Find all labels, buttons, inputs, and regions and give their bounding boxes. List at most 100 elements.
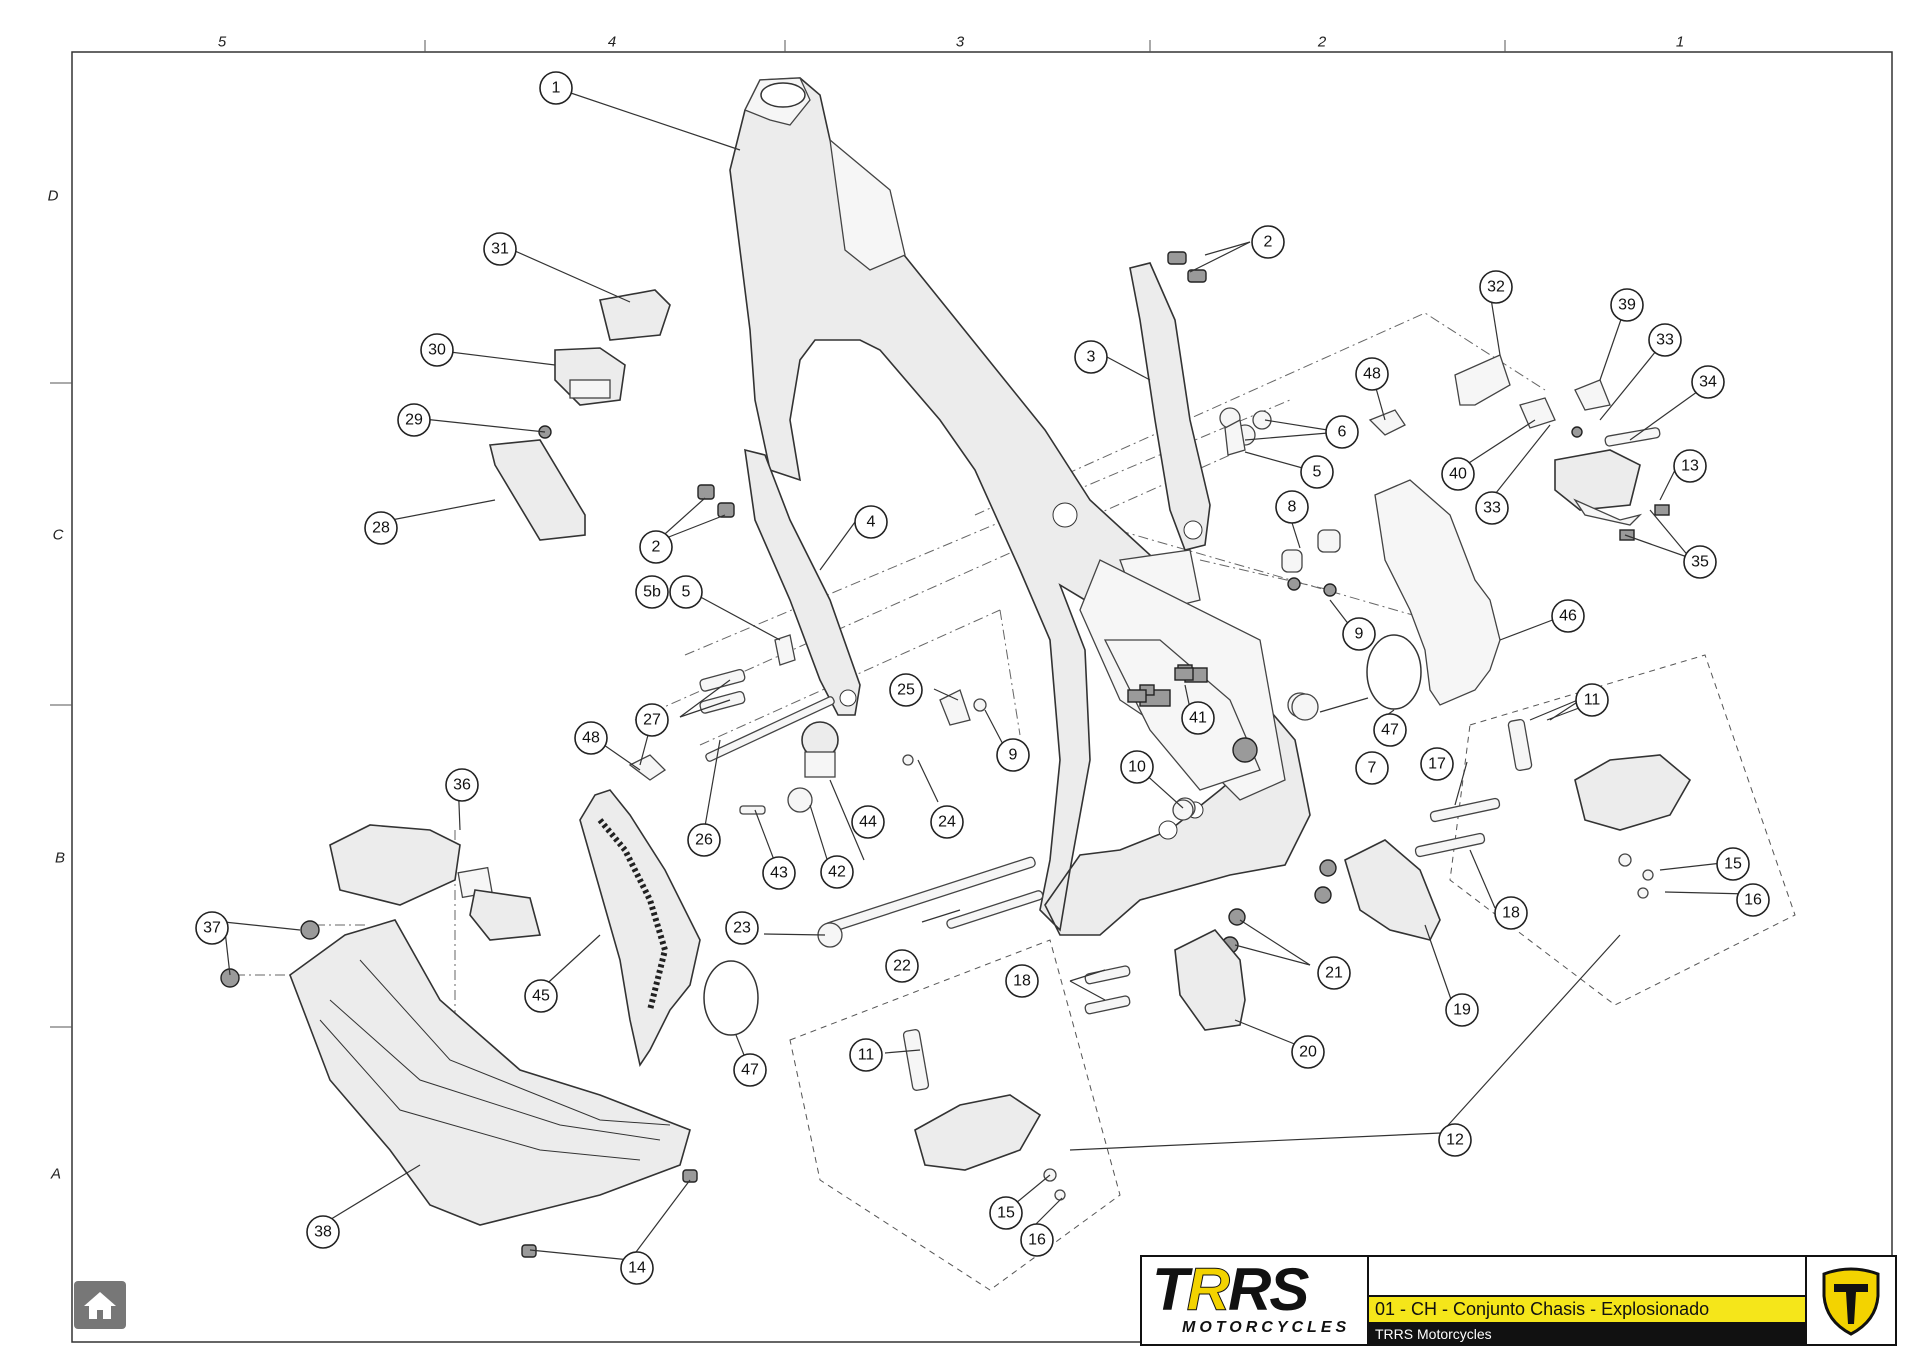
callout-47-right[interactable]: 47 — [1373, 713, 1407, 747]
callout-29[interactable]: 29 — [397, 403, 431, 437]
part-callouts: 1 2 2 3 4 5 5 5b 6 7 8 9 9 10 11 11 12 1… — [195, 71, 1770, 1285]
footpeg-brackets — [1174, 839, 1441, 1031]
logo-letter-t: T — [1152, 1256, 1189, 1323]
svg-text:42: 42 — [828, 864, 846, 881]
svg-text:10: 10 — [1128, 759, 1146, 776]
callout-27[interactable]: 27 — [635, 703, 669, 737]
callout-18-left[interactable]: 18 — [1005, 964, 1039, 998]
svg-text:34: 34 — [1699, 374, 1717, 391]
footpeg-left — [902, 1029, 1066, 1201]
callout-47-left[interactable]: 47 — [733, 1053, 767, 1087]
svg-text:16: 16 — [1744, 892, 1762, 909]
callout-8[interactable]: 8 — [1275, 490, 1309, 524]
callout-19[interactable]: 19 — [1445, 993, 1479, 1027]
callout-42[interactable]: 42 — [820, 855, 854, 889]
callout-37[interactable]: 37 — [195, 911, 229, 945]
callout-5-left[interactable]: 5 — [669, 575, 703, 609]
callout-35[interactable]: 35 — [1683, 545, 1717, 579]
svg-text:20: 20 — [1299, 1044, 1317, 1061]
logo-subtitle: MOTORCYCLES — [1182, 1319, 1351, 1336]
svg-text:8: 8 — [1288, 499, 1297, 516]
callout-33-bottom[interactable]: 33 — [1475, 491, 1509, 525]
callout-4[interactable]: 4 — [854, 505, 888, 539]
callout-48-right[interactable]: 48 — [1355, 357, 1389, 391]
callout-20[interactable]: 20 — [1291, 1035, 1325, 1069]
callout-13[interactable]: 13 — [1673, 449, 1707, 483]
callout-12[interactable]: 12 — [1438, 1123, 1472, 1157]
callout-2-top[interactable]: 2 — [1251, 225, 1285, 259]
callout-21[interactable]: 21 — [1317, 956, 1351, 990]
callout-10[interactable]: 10 — [1120, 750, 1154, 784]
callout-9-left[interactable]: 9 — [996, 738, 1030, 772]
svg-text:18: 18 — [1013, 973, 1031, 990]
skid-plate — [220, 824, 698, 1258]
svg-text:9: 9 — [1355, 626, 1364, 643]
svg-text:5b: 5b — [643, 584, 661, 601]
svg-text:5: 5 — [1313, 464, 1322, 481]
callout-38[interactable]: 38 — [306, 1215, 340, 1249]
logo-letter-r: R — [1186, 1256, 1230, 1323]
grid-col-3: 3 — [956, 34, 965, 51]
callout-32[interactable]: 32 — [1479, 270, 1513, 304]
callout-25[interactable]: 25 — [889, 673, 923, 707]
callout-9-right[interactable]: 9 — [1342, 617, 1376, 651]
callout-36[interactable]: 36 — [445, 768, 479, 802]
svg-text:46: 46 — [1559, 608, 1577, 625]
callout-34[interactable]: 34 — [1691, 365, 1725, 399]
callout-7[interactable]: 7 — [1355, 751, 1389, 785]
side-brace-right — [1129, 262, 1211, 551]
svg-text:2: 2 — [652, 539, 661, 556]
svg-text:9: 9 — [1009, 747, 1018, 764]
callout-39[interactable]: 39 — [1610, 288, 1644, 322]
callout-30[interactable]: 30 — [420, 333, 454, 367]
svg-text:41: 41 — [1189, 710, 1207, 727]
callout-3[interactable]: 3 — [1074, 340, 1108, 374]
callout-46[interactable]: 46 — [1551, 599, 1585, 633]
title-block: TRRS MOTORCYCLES 01 - CH - Conjunto Chas… — [1140, 1255, 1897, 1346]
callout-26[interactable]: 26 — [687, 823, 721, 857]
callout-11-right[interactable]: 11 — [1575, 683, 1609, 717]
home-icon — [84, 1292, 116, 1319]
callout-16-right[interactable]: 16 — [1736, 883, 1770, 917]
svg-text:4: 4 — [867, 514, 876, 531]
svg-text:2: 2 — [1264, 234, 1273, 251]
svg-text:19: 19 — [1453, 1002, 1471, 1019]
callout-15-left[interactable]: 15 — [989, 1196, 1023, 1230]
svg-text:30: 30 — [428, 342, 446, 359]
callout-33-top[interactable]: 33 — [1648, 323, 1682, 357]
svg-text:26: 26 — [695, 832, 713, 849]
callout-22[interactable]: 22 — [885, 949, 919, 983]
svg-text:13: 13 — [1681, 458, 1699, 475]
svg-text:21: 21 — [1325, 965, 1343, 982]
callout-17[interactable]: 17 — [1420, 747, 1454, 781]
callout-43[interactable]: 43 — [762, 856, 796, 890]
svg-text:12: 12 — [1446, 1132, 1464, 1149]
callout-14[interactable]: 14 — [620, 1251, 654, 1285]
callout-18-right[interactable]: 18 — [1494, 896, 1528, 930]
callout-48-left[interactable]: 48 — [574, 721, 608, 755]
callout-31[interactable]: 31 — [483, 232, 517, 266]
callout-45[interactable]: 45 — [524, 979, 558, 1013]
callout-40[interactable]: 40 — [1441, 457, 1475, 491]
ecu-assembly — [488, 289, 671, 541]
callout-16-left[interactable]: 16 — [1020, 1223, 1054, 1257]
svg-text:25: 25 — [897, 682, 915, 699]
callout-15-right[interactable]: 15 — [1716, 847, 1750, 881]
callout-6[interactable]: 6 — [1325, 415, 1359, 449]
callout-5-right[interactable]: 5 — [1300, 455, 1334, 489]
callout-41[interactable]: 41 — [1181, 701, 1215, 735]
callout-11-left[interactable]: 11 — [849, 1038, 883, 1072]
callout-44[interactable]: 44 — [851, 805, 885, 839]
home-button[interactable] — [74, 1281, 126, 1329]
callout-5b[interactable]: 5b — [635, 575, 669, 609]
callout-2-left[interactable]: 2 — [639, 530, 673, 564]
svg-text:40: 40 — [1449, 466, 1467, 483]
side-panel-45 — [579, 789, 701, 1068]
svg-text:35: 35 — [1691, 554, 1709, 571]
callout-1[interactable]: 1 — [539, 71, 573, 105]
callout-24[interactable]: 24 — [930, 805, 964, 839]
callout-28[interactable]: 28 — [364, 511, 398, 545]
svg-text:33: 33 — [1656, 332, 1674, 349]
callout-23[interactable]: 23 — [725, 911, 759, 945]
